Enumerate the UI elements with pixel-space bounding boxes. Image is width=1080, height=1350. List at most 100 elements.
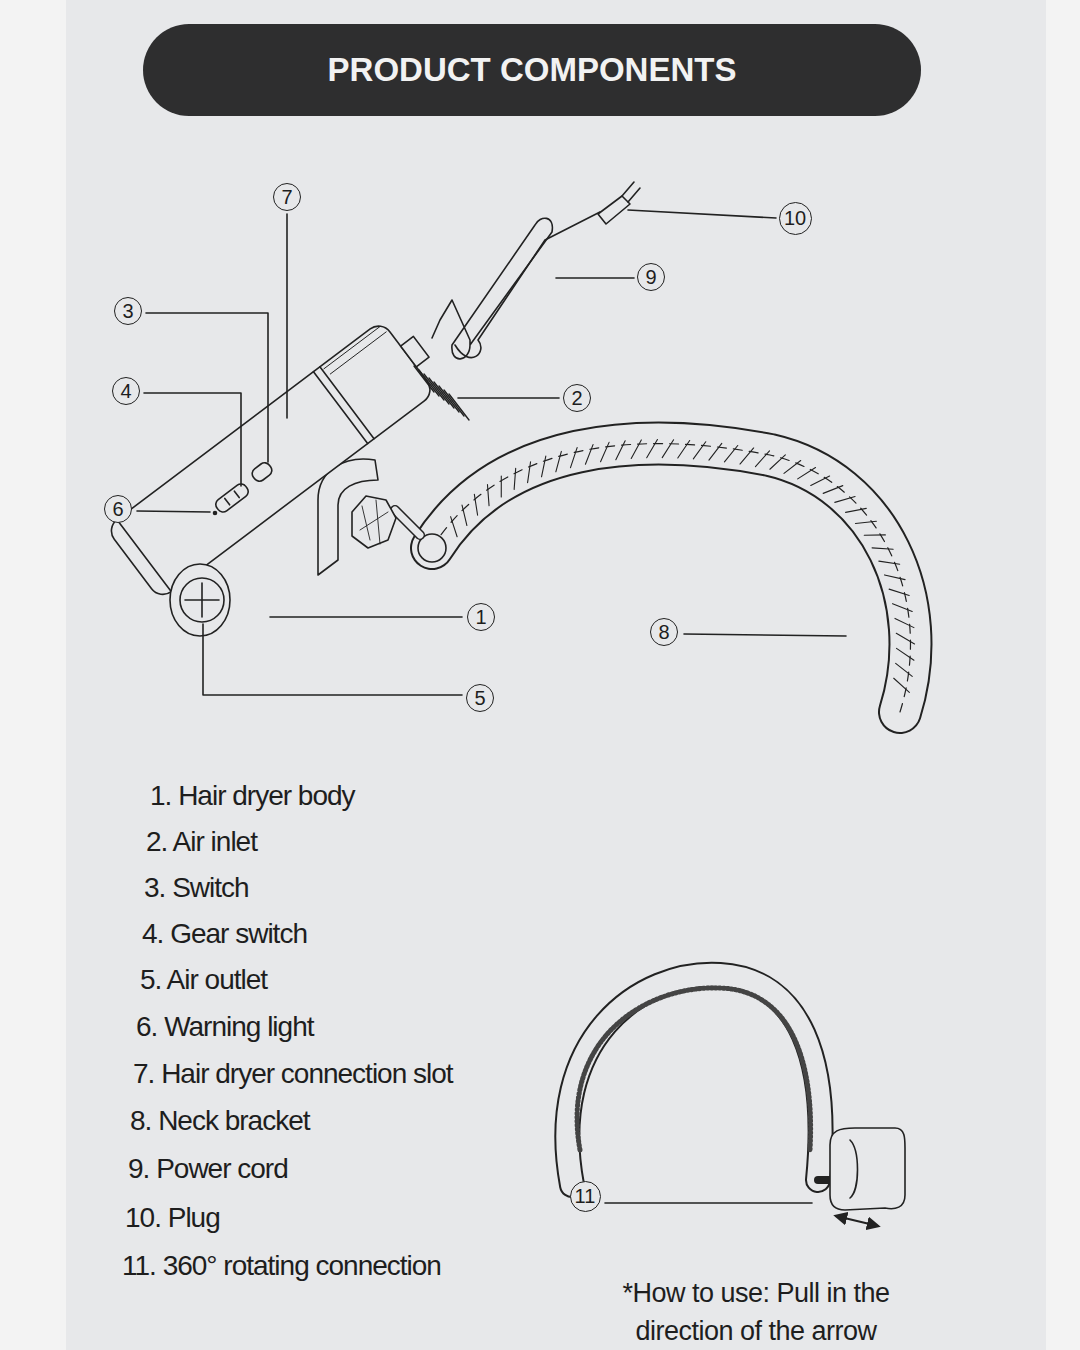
neck-bracket-small: [567, 975, 820, 1185]
callout-number: 2: [571, 387, 582, 410]
rib: [885, 575, 906, 580]
air-inlet-fins: [414, 366, 469, 420]
rib: [451, 517, 458, 537]
part-name: 10. Plug: [125, 1202, 220, 1234]
rib: [528, 462, 531, 483]
direction-arrow: [836, 1216, 878, 1226]
fin: [444, 390, 464, 416]
neck-bracket-texture: [577, 988, 811, 1150]
fin: [419, 370, 439, 396]
leader-line: [684, 634, 846, 636]
part-name: 3. Switch: [144, 872, 249, 904]
callout-circle: 10: [779, 202, 812, 235]
rib: [784, 461, 801, 474]
callout-number: 9: [645, 266, 656, 289]
neck-bracket-ribs: [451, 440, 915, 693]
leader-line: [144, 393, 241, 486]
rib: [487, 485, 489, 506]
shaft: [395, 510, 420, 535]
rib: [474, 494, 477, 515]
leader-line: [203, 624, 462, 695]
rib: [896, 633, 914, 644]
callout-number: 5: [474, 687, 485, 710]
rib: [879, 561, 900, 564]
shaft: [395, 510, 420, 535]
leader-line: [146, 313, 268, 462]
warning-light: [214, 512, 217, 515]
rib: [501, 476, 502, 497]
rib: [740, 448, 754, 464]
callout-circle: 5: [466, 684, 494, 712]
rib: [570, 448, 577, 468]
clip: [830, 1128, 905, 1210]
rib: [514, 468, 516, 489]
leader-line: [458, 397, 559, 399]
rib: [855, 521, 876, 523]
rib: [798, 468, 816, 479]
rib: [462, 505, 467, 526]
rib: [542, 456, 546, 477]
callout-circle: 6: [104, 495, 132, 523]
part-name: 7. Hair dryer connection slot: [133, 1058, 453, 1090]
part-name: 1. Hair dryer body: [150, 780, 355, 812]
fin: [434, 382, 454, 408]
knob: [352, 496, 396, 548]
power-cord: [432, 218, 552, 359]
title: PRODUCT COMPONENTS: [328, 51, 737, 89]
leader-line: [556, 277, 634, 279]
plug: [598, 196, 630, 224]
rib: [662, 440, 673, 458]
callout-circle: 1: [467, 603, 495, 631]
usage-note: *How to use: Pull in the direction of th…: [606, 1274, 906, 1350]
rib: [585, 445, 593, 465]
rib: [647, 440, 658, 458]
title-bar: PRODUCT COMPONENTS: [143, 24, 921, 116]
neck-bracket: [432, 444, 910, 712]
rib: [811, 476, 830, 486]
rib: [770, 455, 785, 469]
callout-number: 3: [122, 300, 133, 323]
part-name: 11. 360° rotating connection: [122, 1250, 441, 1282]
air-outlet-grille: [185, 583, 219, 617]
leader-line: [628, 210, 776, 218]
rib: [835, 496, 855, 502]
callout-circle: 7: [273, 183, 301, 211]
rib: [897, 648, 914, 660]
rib: [872, 548, 893, 549]
part-name: 6. Warning light: [136, 1011, 314, 1043]
knob-grip: [360, 500, 388, 544]
neck-bracket-teeth: [432, 444, 910, 712]
rib: [864, 534, 885, 535]
plug-prong: [622, 182, 640, 202]
switch: [250, 460, 274, 483]
callout-circle: 2: [563, 384, 591, 412]
neck-bracket: [432, 444, 910, 712]
callout-number: 8: [658, 621, 669, 644]
rib: [893, 604, 913, 612]
rib: [556, 451, 562, 471]
callout-circle: 11: [570, 1181, 601, 1212]
part-name: 8. Neck bracket: [130, 1105, 310, 1137]
rib: [693, 442, 705, 459]
fin: [414, 366, 434, 392]
neck-bracket-small: [567, 975, 820, 1185]
fin: [439, 386, 459, 412]
callout-number: 1: [475, 606, 486, 629]
rib: [823, 486, 843, 494]
fin: [429, 378, 449, 404]
clamp: [318, 459, 378, 575]
gear-switch: [213, 482, 250, 515]
rib: [896, 663, 913, 676]
power-cord: [455, 212, 600, 358]
callout-circle: 8: [650, 618, 678, 646]
rib: [678, 441, 690, 458]
fin: [424, 374, 444, 400]
rib: [894, 678, 910, 692]
rib: [724, 446, 737, 462]
callout-circle: 4: [112, 377, 140, 405]
rib: [755, 451, 769, 467]
callout-number: 7: [281, 186, 292, 209]
part-name: 2. Air inlet: [146, 826, 257, 858]
